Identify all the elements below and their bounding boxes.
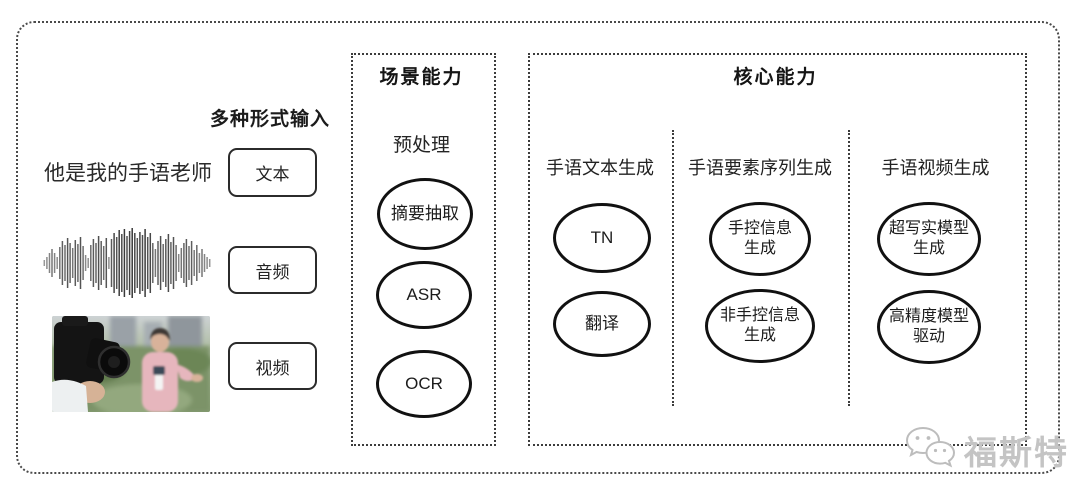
core-capability-title: 核心能力	[733, 67, 818, 88]
node-label: TN	[590, 228, 614, 248]
node-label: 生成	[743, 240, 776, 257]
watermark: 福斯特	[902, 424, 1069, 476]
scene-capability-box	[351, 53, 496, 446]
column-divider-1	[672, 130, 674, 406]
node-label: 翻译	[585, 314, 619, 334]
input-type-text-box: 文本	[228, 148, 317, 197]
node-high-precision-model-driving: 高精度模型驱动	[877, 290, 981, 364]
watermark-text: 福斯特	[964, 434, 1069, 471]
input-type-video-box: 视频	[228, 342, 317, 390]
core-capability-box	[528, 53, 1027, 446]
wechat-icon	[905, 426, 956, 468]
column-divider-2	[848, 130, 850, 406]
scene-capability-title: 场景能力	[379, 67, 464, 88]
node-non-manual-info-generation: 非手控信息生成	[705, 289, 815, 363]
input-type-audio-box: 音频	[228, 246, 317, 294]
node-label: 非手控信息	[719, 307, 800, 324]
node-label: 摘要抽取	[391, 204, 459, 224]
node-tn: TN	[553, 203, 651, 273]
node-label: 超写实模型	[888, 220, 969, 237]
outer-dotted-frame	[16, 21, 1060, 474]
column-label-sign-text-generation: 手语文本生成	[546, 158, 654, 178]
column-label-sign-video-generation: 手语视频生成	[881, 158, 990, 178]
node-summary-extraction: 摘要抽取	[377, 178, 473, 250]
node-label: 生成	[743, 327, 776, 344]
node-label: 驱动	[912, 328, 945, 345]
audio-waveform	[43, 228, 211, 298]
node-label: 生成	[912, 240, 945, 257]
input-forms-label: 多种形式输入	[209, 109, 330, 130]
column-label-sign-element-sequence-generation: 手语要素序列生成	[688, 158, 832, 178]
photo-illustration	[52, 316, 210, 412]
sample-text-sentence: 他是我的手语老师	[44, 162, 212, 185]
node-asr: ASR	[376, 261, 472, 329]
node-label: 手控信息	[727, 220, 792, 237]
video-sample-photo	[52, 316, 210, 412]
node-ocr: OCR	[376, 350, 472, 418]
node-label: ASR	[406, 285, 442, 305]
node-label: 高精度模型	[888, 308, 969, 325]
node-hyperrealistic-model-generation: 超写实模型生成	[877, 202, 981, 276]
node-manual-info-generation: 手控信息生成	[709, 202, 811, 276]
node-translation: 翻译	[553, 291, 651, 357]
node-label: OCR	[405, 374, 443, 394]
preprocessing-label: 预处理	[392, 135, 450, 156]
